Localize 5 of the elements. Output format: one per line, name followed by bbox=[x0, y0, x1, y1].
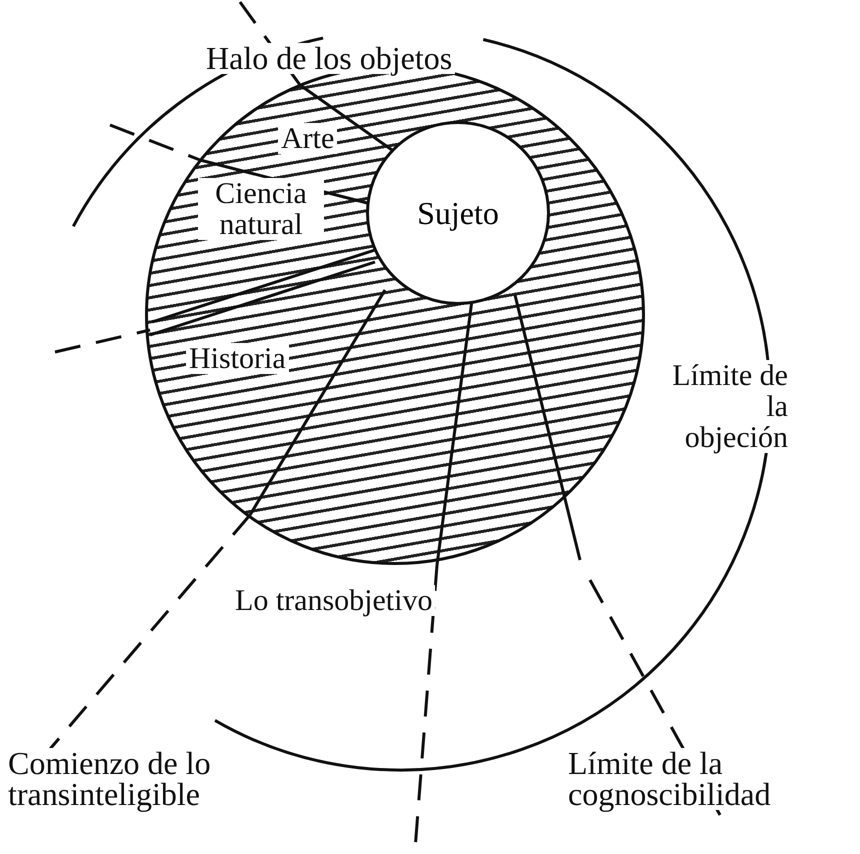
region-label: Arte bbox=[278, 123, 338, 154]
subject-circle bbox=[366, 121, 550, 305]
region-label: Historia bbox=[186, 343, 289, 374]
subject-label: Sujeto bbox=[417, 194, 499, 232]
region-label: Ciencia natural bbox=[198, 178, 324, 240]
